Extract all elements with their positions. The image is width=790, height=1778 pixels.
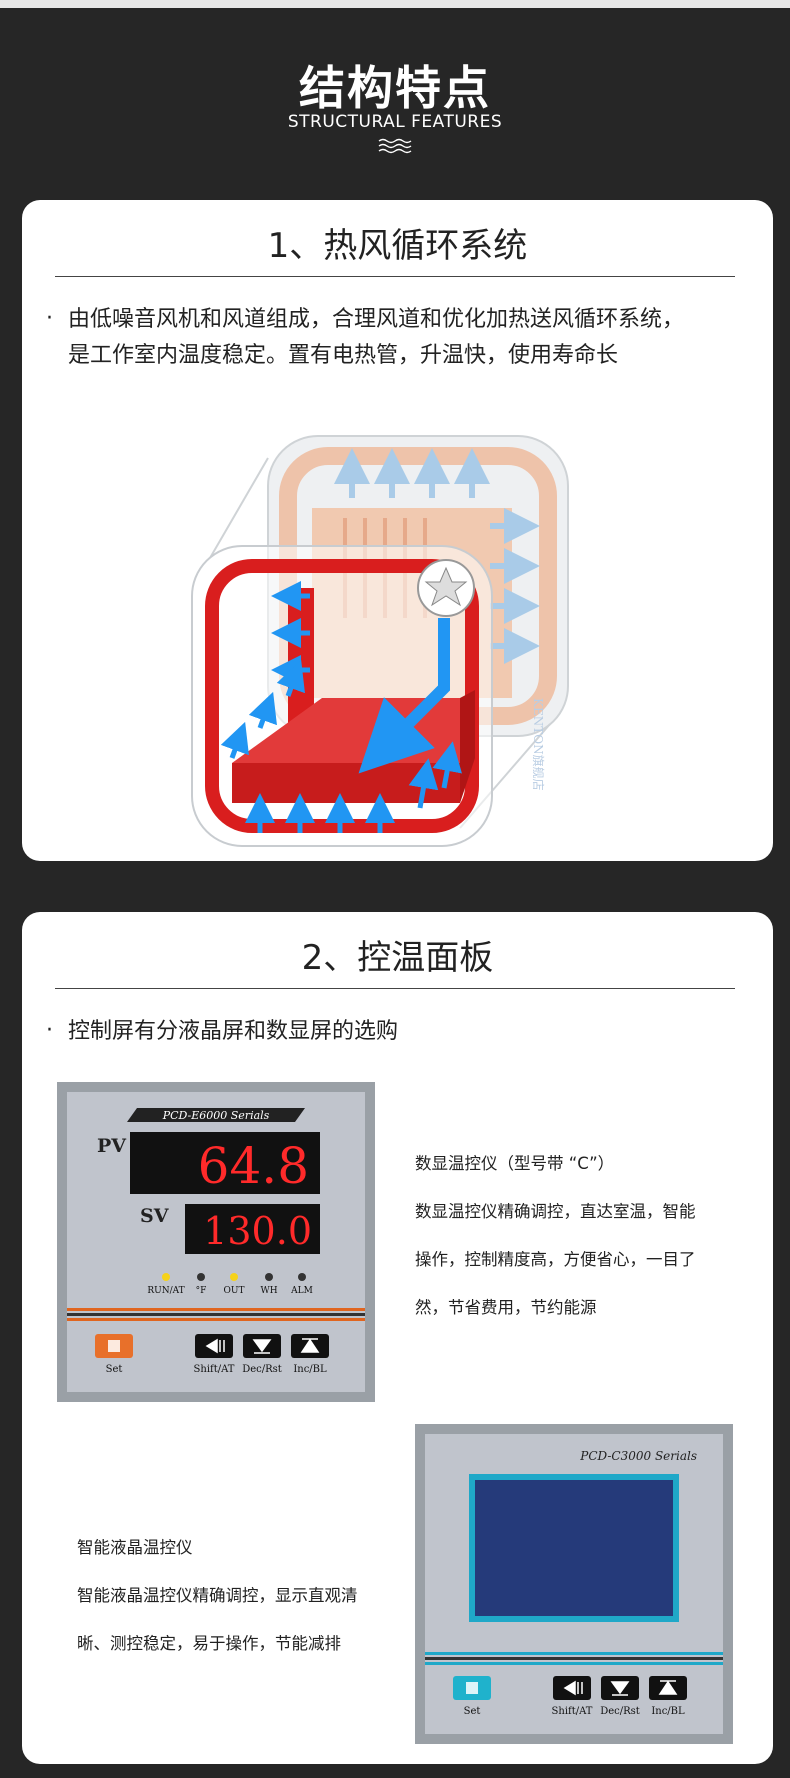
- pv-label: PV: [97, 1135, 127, 1157]
- sv-display: 130.0: [203, 1209, 312, 1253]
- lcd-inc-button[interactable]: [649, 1676, 687, 1700]
- set-button[interactable]: [95, 1334, 133, 1358]
- dec-button-label: Dec/Rst: [242, 1364, 282, 1375]
- inc-button-label: Inc/BL: [293, 1364, 327, 1375]
- led-label-alm: ALM: [290, 1286, 313, 1296]
- section1-text-line2: 是工作室内温度稳定。置有电热管，升温快，使用寿命长: [68, 343, 619, 368]
- temperature-control-card: 2、控温面板 · 控制屏有分液晶屏和数显屏的选购 PCD-E6000 Seria…: [22, 912, 773, 1764]
- shift-button-label: Shift/AT: [194, 1364, 235, 1375]
- digital-desc-line2: 操作，控制精度高，方便省心，一目了: [415, 1250, 696, 1269]
- digital-desc-line3: 然，节省费用，节约能源: [415, 1298, 597, 1317]
- led-label-wh: WH: [260, 1286, 277, 1296]
- indicator-leds: [162, 1273, 306, 1281]
- lcd-inc-button-label: Inc/BL: [651, 1706, 685, 1717]
- section1-divider: [55, 276, 735, 277]
- section1-title: 1、热风循环系统: [267, 226, 528, 266]
- led-label-out: OUT: [224, 1286, 245, 1296]
- lcd-model-label: PCD-C3000 Serials: [579, 1449, 697, 1463]
- top-strip: [0, 0, 790, 8]
- section2-bullet: ·: [46, 1018, 53, 1043]
- lcd-set-button[interactable]: [453, 1676, 491, 1700]
- digital-desc-title: 数显温控仪（型号带 “C”）: [415, 1154, 615, 1173]
- hot-air-circulation-card: 1、热风循环系统 · 由低噪音风机和风道组成，合理风道和优化加热送风循环系统， …: [22, 200, 773, 861]
- watermark-text: KENTON旗舰店: [531, 698, 546, 791]
- section2-text: 控制屏有分液晶屏和数显屏的选购: [68, 1019, 399, 1044]
- section1-bullet: ·: [46, 306, 53, 331]
- lcd-desc-line2: 晰、测控稳定，易于操作，节能减排: [77, 1634, 341, 1653]
- section2-title: 2、控温面板: [301, 938, 494, 978]
- lcd-temperature-controller: PCD-C3000 Serials Set Shift/AT Dec/Rst I…: [415, 1424, 733, 1744]
- set-button-label: Set: [106, 1364, 123, 1375]
- led-label-f: °F: [196, 1286, 207, 1296]
- air-circulation-diagram: KENTON旗舰店: [191, 435, 569, 847]
- lcd-dec-button-label: Dec/Rst: [600, 1706, 640, 1717]
- digital-desc-line1: 数显温控仪精确调控，直达室温，智能: [415, 1202, 696, 1221]
- sv-label: SV: [140, 1205, 170, 1227]
- led-label-runat: RUN/AT: [147, 1286, 184, 1296]
- page-subtitle: STRUCTURAL FEATURES: [287, 112, 503, 132]
- lcd-shift-button[interactable]: [553, 1676, 591, 1700]
- section2-divider: [55, 988, 735, 989]
- lcd-set-button-label: Set: [464, 1706, 481, 1717]
- lcd-desc-line1: 智能液晶温控仪精确调控，显示直观清: [77, 1586, 358, 1605]
- page-title: 结构特点: [299, 61, 491, 115]
- lcd-desc-title: 智能液晶温控仪: [77, 1538, 193, 1557]
- pv-display: 64.8: [198, 1137, 309, 1195]
- lcd-dec-button[interactable]: [601, 1676, 639, 1700]
- digital-temperature-controller: PCD-E6000 Serials PV 64.8 SV 130.0 RUN/A…: [57, 1082, 375, 1402]
- inc-button[interactable]: [291, 1334, 329, 1358]
- shift-button[interactable]: [195, 1334, 233, 1358]
- wave-icon: [378, 138, 412, 154]
- lcd-shift-button-label: Shift/AT: [552, 1706, 593, 1717]
- lcd-screen: [475, 1480, 673, 1616]
- digital-model-label: PCD-E6000 Serials: [162, 1109, 270, 1122]
- dec-button[interactable]: [243, 1334, 281, 1358]
- section1-text-line1: 由低噪音风机和风道组成，合理风道和优化加热送风循环系统，: [68, 307, 685, 332]
